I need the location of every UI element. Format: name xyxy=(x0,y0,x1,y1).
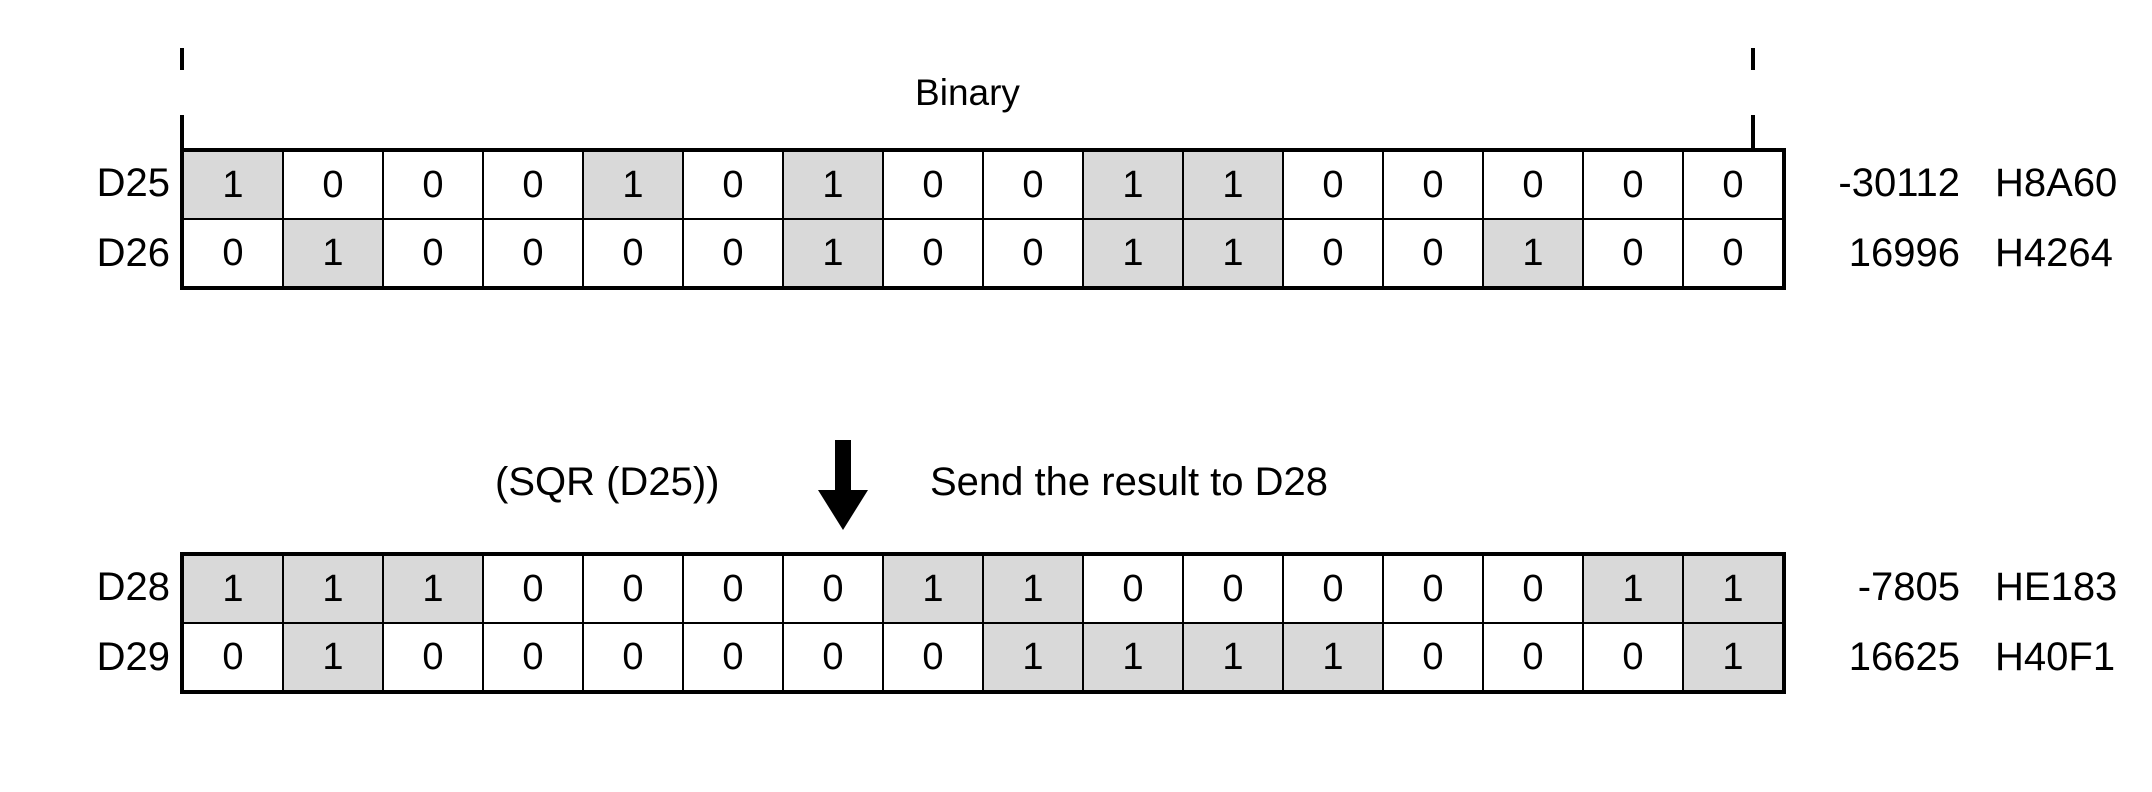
operation-annotation-band: (SQR (D25)) Send the result to D28 xyxy=(0,440,2152,532)
row-label-d25: D25 xyxy=(96,161,170,205)
bit-cell: 0 xyxy=(482,553,584,624)
value-decimal-d26: 16996 xyxy=(1848,231,1960,275)
value-decimal-d28: -7805 xyxy=(1857,565,1960,609)
down-arrow-icon xyxy=(818,440,868,530)
bit-cell: 1 xyxy=(982,622,1084,693)
bit-cell: 0 xyxy=(882,622,984,693)
bit-cell: 0 xyxy=(382,218,484,289)
bit-cell: 0 xyxy=(181,622,284,693)
value-hex-d25: H8A60 xyxy=(1995,161,2118,205)
bit-cell: 1 xyxy=(1182,149,1284,220)
bit-cell: 1 xyxy=(1582,553,1684,624)
bit-cell: 1 xyxy=(1082,622,1184,693)
binary-span-header: Binary xyxy=(180,48,1755,148)
bit-cell: 0 xyxy=(1382,622,1484,693)
bit-cell: 0 xyxy=(882,218,984,289)
bit-cell: 0 xyxy=(1682,218,1785,289)
bit-cell: 0 xyxy=(1482,553,1584,624)
binary-span-label-text: Binary xyxy=(893,72,1042,113)
down-arrow-head xyxy=(818,490,868,530)
bit-cell: 0 xyxy=(181,218,284,289)
row-label-d26: D26 xyxy=(96,231,170,275)
bit-cell: 0 xyxy=(1282,218,1384,289)
bit-cell: 0 xyxy=(1382,149,1484,220)
bit-cell: 0 xyxy=(982,218,1084,289)
bit-cell: 1 xyxy=(1682,553,1785,624)
value-decimal-d29: 16625 xyxy=(1848,635,1960,679)
bit-cell: 1 xyxy=(181,149,284,220)
value-hex-d29: H40F1 xyxy=(1995,635,2116,679)
bit-cell: 0 xyxy=(682,218,784,289)
bit-cell: 0 xyxy=(1282,553,1384,624)
bit-cell: 0 xyxy=(682,149,784,220)
row-label-d29: D29 xyxy=(96,635,170,679)
bit-cell: 0 xyxy=(1382,553,1484,624)
bit-cell: 0 xyxy=(1482,149,1584,220)
bit-cell: 0 xyxy=(382,149,484,220)
bit-cell: 1 xyxy=(582,149,684,220)
bit-cell: 0 xyxy=(582,622,684,693)
bit-cell: 1 xyxy=(1282,622,1384,693)
bit-cell: 0 xyxy=(582,553,684,624)
bit-cell: 0 xyxy=(782,553,884,624)
bit-cell: 0 xyxy=(1382,218,1484,289)
bit-cell: 1 xyxy=(982,553,1084,624)
bit-cell: 1 xyxy=(181,553,284,624)
operation-note: Send the result to D28 xyxy=(930,460,1329,504)
bit-cell: 1 xyxy=(282,218,384,289)
operation-expression: (SQR (D25)) xyxy=(495,460,720,504)
bit-cell: 0 xyxy=(1082,553,1184,624)
bit-cell: 1 xyxy=(1682,622,1785,693)
value-hex-d28: HE183 xyxy=(1995,565,2118,609)
bit-cell: 1 xyxy=(1182,622,1284,693)
bit-cell: 0 xyxy=(782,622,884,693)
bit-cell: 1 xyxy=(782,149,884,220)
bit-cell: 1 xyxy=(1482,218,1584,289)
bit-cell: 0 xyxy=(482,622,584,693)
value-hex-d26: H4264 xyxy=(1995,231,2113,275)
bit-cell: 0 xyxy=(682,622,784,693)
bit-cell: 0 xyxy=(482,218,584,289)
bit-cell: 1 xyxy=(1082,218,1184,289)
bit-cell: 1 xyxy=(282,622,384,693)
bit-cell: 0 xyxy=(1282,149,1384,220)
bit-cell: 0 xyxy=(382,622,484,693)
bit-cell: 1 xyxy=(1182,218,1284,289)
bit-cell: 0 xyxy=(1582,149,1684,220)
value-decimal-d25: -30112 xyxy=(1838,161,1960,205)
bit-cell: 0 xyxy=(1582,218,1684,289)
bit-cell: 0 xyxy=(1682,149,1785,220)
bit-cell: 1 xyxy=(382,553,484,624)
bit-cell: 0 xyxy=(1182,553,1284,624)
bit-cell: 0 xyxy=(1582,622,1684,693)
bit-cell: 0 xyxy=(982,149,1084,220)
bit-cell: 0 xyxy=(682,553,784,624)
down-arrow-shaft xyxy=(835,440,851,496)
bit-cell: 1 xyxy=(282,553,384,624)
bit-cell: 0 xyxy=(1482,622,1584,693)
bit-cell: 0 xyxy=(582,218,684,289)
binary-span-label: Binary xyxy=(180,70,1755,115)
bit-cell: 0 xyxy=(482,149,584,220)
bit-cell: 1 xyxy=(1082,149,1184,220)
bit-cell: 1 xyxy=(782,218,884,289)
bit-cell: 0 xyxy=(882,149,984,220)
bit-cell: 0 xyxy=(282,149,384,220)
row-label-d28: D28 xyxy=(96,565,170,609)
bit-cell: 1 xyxy=(882,553,984,624)
